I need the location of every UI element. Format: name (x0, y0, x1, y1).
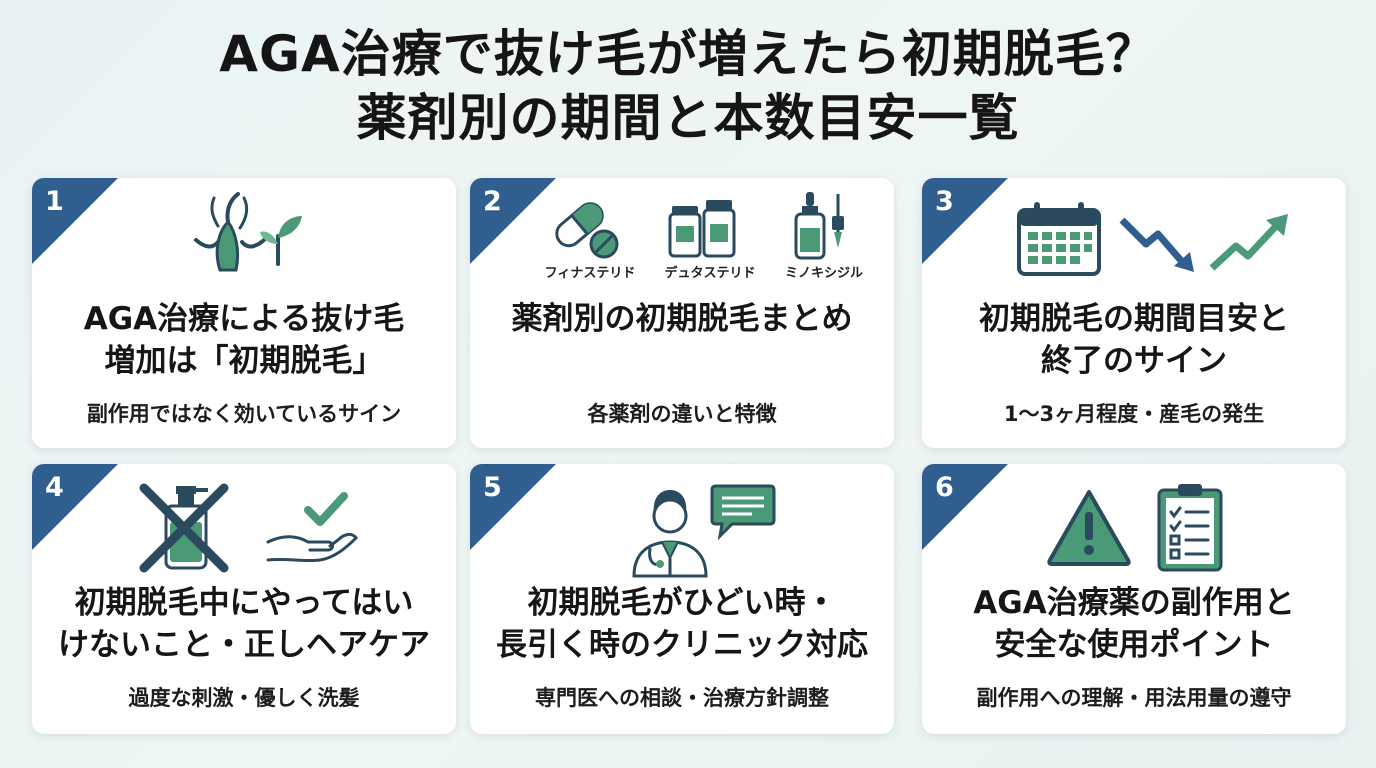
speech-bubble-icon (710, 484, 776, 540)
card-subtitle: 専門医への相談・治療方針調整 (535, 686, 829, 710)
card-icons (922, 474, 1346, 584)
card-icons (922, 188, 1346, 298)
card-subtitle: 1〜3ヶ月程度・産毛の発生 (1003, 402, 1265, 426)
card-4: 4 初期脱毛中にやってはい けないこと・正しヘアケア 過度な刺激・優しく洗髪 (32, 464, 456, 734)
card-subtitle: 各薬剤の違いと特徴 (587, 402, 777, 426)
drug-label-dutasteride: デュタステリド (664, 266, 756, 281)
badge-corner (922, 464, 1008, 550)
card-2: 2 (470, 178, 894, 448)
card-icons (32, 188, 456, 298)
card-heading-line: 増加は「初期脱毛」 (104, 343, 384, 379)
sprout-icon (260, 216, 302, 266)
badge-corner (470, 464, 556, 550)
card-heading: AGA治療薬の副作用と 安全な使用ポイント (922, 582, 1346, 666)
card-number: 2 (483, 186, 502, 217)
card-heading: 初期脱毛の期間目安と 終了のサイン (922, 298, 1346, 382)
card-heading-line: 終了のサイン (1041, 343, 1227, 379)
card-number: 5 (483, 472, 502, 503)
pill-icon (555, 202, 619, 259)
badge-corner (922, 178, 1008, 264)
card-heading-line: けないこと・正しヘアケア (58, 627, 430, 663)
title-line-1: AGA治療で抜け毛が増えたら初期脱毛？ (219, 25, 1157, 83)
no-shampoo-icon (139, 483, 229, 573)
card-6: 6 AGA治療薬の副作用と 安全な使用ポイント (922, 464, 1346, 734)
card-number: 3 (935, 186, 954, 217)
card-heading-line: 薬剤別の初期脱毛まとめ (511, 301, 853, 337)
card-number: 6 (935, 472, 954, 503)
card-5: 5 初期脱毛がひどい時・ 長引く時のクリニック対応 専門医への相談・治療方 (470, 464, 894, 734)
card-heading-line: AGA治療薬の副作用と (973, 585, 1295, 621)
warning-icon (1047, 490, 1131, 566)
trend-down-icon (1119, 217, 1194, 272)
hand-check-icon (266, 492, 358, 563)
doctor-icon (632, 490, 708, 578)
card-heading-line: AGA治療による抜け毛 (83, 301, 405, 337)
badge-corner (32, 464, 118, 550)
card-icons (470, 188, 894, 298)
drug-label-minoxidil: ミノキシジル (784, 266, 863, 281)
card-3: 3 初期脱毛の期間目安と (922, 178, 1346, 448)
page-title: AGA治療で抜け毛が増えたら初期脱毛？ 薬剤別の期間と本数目安一覧 (0, 22, 1376, 150)
hair-follicle-icon (194, 192, 266, 272)
card-heading-line: 安全な使用ポイント (994, 627, 1274, 663)
card-subtitle: 副作用ではなく効いているサイン (86, 402, 402, 426)
card-icons (470, 474, 894, 584)
card-heading: 薬剤別の初期脱毛まとめ (470, 298, 894, 340)
card-grid: 1 AGA治療による抜け毛 増加は「初期脱毛」 副作用ではなく効いているサイン (32, 178, 1346, 734)
card-subtitle: 過度な刺激・優しく洗髪 (128, 686, 360, 710)
calendar-icon (1017, 202, 1101, 276)
drug-label-finasteride: フィナステリド (544, 266, 636, 281)
card-subtitle: 副作用への理解・用法用量の遵守 (976, 686, 1292, 710)
badge-corner (470, 178, 556, 264)
card-number: 4 (45, 472, 64, 503)
card-number: 1 (45, 186, 64, 217)
card-heading: 初期脱毛中にやってはい けないこと・正しヘアケア (32, 582, 456, 666)
badge-corner (32, 178, 118, 264)
card-heading: AGA治療による抜け毛 増加は「初期脱毛」 (32, 298, 456, 382)
title-line-2: 薬剤別の期間と本数目安一覧 (356, 89, 1020, 147)
card-1: 1 AGA治療による抜け毛 増加は「初期脱毛」 副作用ではなく効いているサイン (32, 178, 456, 448)
card-heading-line: 初期脱毛の期間目安と (979, 301, 1289, 337)
card-heading: 初期脱毛がひどい時・ 長引く時のクリニック対応 (470, 582, 894, 666)
card-icons (32, 474, 456, 584)
card-heading-line: 初期脱毛中にやってはい (74, 585, 414, 621)
checklist-icon (1157, 484, 1223, 572)
medicine-bottle-icon (668, 200, 736, 258)
card-heading-line: 初期脱毛がひどい時・ (527, 585, 837, 621)
dropper-icon (794, 192, 844, 260)
trend-up-icon (1209, 214, 1288, 271)
card-heading-line: 長引く時のクリニック対応 (496, 627, 868, 663)
